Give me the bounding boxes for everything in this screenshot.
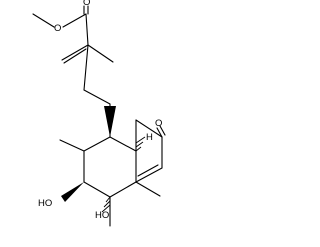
bond-ring-a-6 <box>109 136 137 152</box>
bond-methyl-c10 <box>135 181 161 197</box>
bond-ring-a-3 <box>83 181 111 198</box>
bond-chain-2 <box>83 89 111 105</box>
hash-bond-1 <box>101 196 111 213</box>
bond-alkene-methyl <box>87 44 114 63</box>
atom-hydroxyl-1: HO <box>38 198 52 209</box>
bond-ring-b-2 <box>135 119 163 138</box>
bond-alkene-2 <box>63 48 87 64</box>
atom-o-ester-1: O <box>54 23 61 34</box>
bond-chain-1 <box>83 44 89 91</box>
bond-ketone-2 <box>159 125 166 136</box>
bond-methoxy-o <box>32 13 55 28</box>
bond-ring-b-4 <box>135 167 163 183</box>
bond-methyl-c1 <box>59 139 85 152</box>
wedge-bond-2 <box>61 182 84 202</box>
bond-ring-a-4 <box>109 181 137 198</box>
bond-ring-a-1 <box>83 136 111 152</box>
atom-hydroxyl-2: HO <box>95 210 109 221</box>
bond-ring-alkene <box>137 164 159 177</box>
bond-o-carbonyl <box>62 13 87 28</box>
bond-alkene-1 <box>61 44 89 61</box>
bond-ketone-1 <box>156 127 163 138</box>
molecule-structure: O O O HO HO H <box>32 0 166 227</box>
bond-carbonyl-alpha <box>85 13 89 46</box>
atom-o-ketone: O <box>155 118 162 129</box>
atom-o-ester-2: O <box>83 0 90 8</box>
atom-hydrogen: H <box>146 132 153 143</box>
hash-bond-2 <box>135 136 146 152</box>
wedge-bond-1 <box>104 106 116 137</box>
